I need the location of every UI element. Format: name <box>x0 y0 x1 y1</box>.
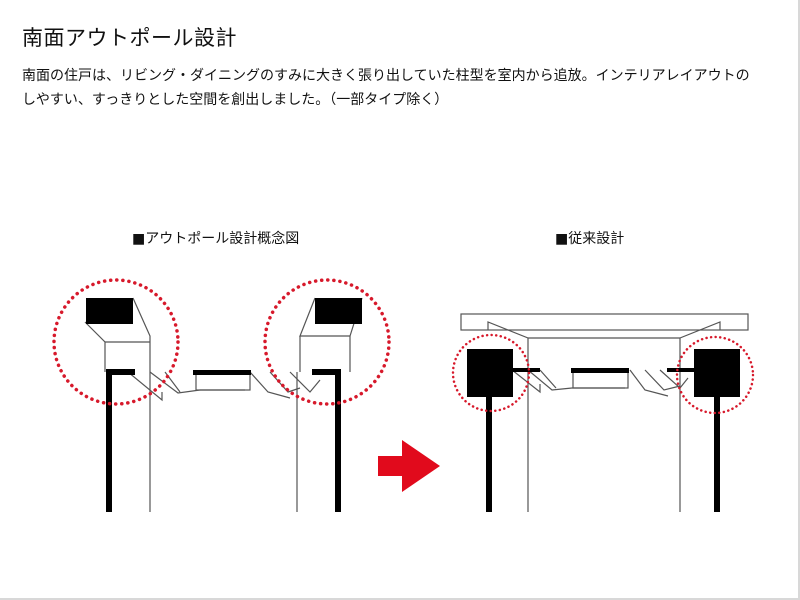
right-ceiling-light <box>571 368 629 373</box>
left-outer-column-block <box>86 298 133 324</box>
left-highlight-circle-2 <box>263 278 391 406</box>
right-left-column-block <box>467 349 513 397</box>
right-ceiling-details <box>511 369 689 397</box>
conventional-structure <box>467 349 740 512</box>
left-ceiling-details <box>127 371 321 402</box>
right-right-column-block <box>694 349 740 397</box>
right-top-beam <box>460 313 749 331</box>
conventional-diagram <box>460 313 749 512</box>
page-description: 南面の住戸は、リビング・ダイニングのすみに大きく張り出していた柱型を室内から追放… <box>22 64 782 112</box>
description-line-1: 南面の住戸は、リビング・ダイニングのすみに大きく張り出していた柱型を室内から追放… <box>22 68 750 84</box>
right-highlight-circle-1 <box>451 333 531 413</box>
left-wall-frame <box>106 369 135 512</box>
page-title: 南面アウトポール設計 <box>22 26 237 50</box>
right-outer-column-block <box>315 298 362 324</box>
right-wall-frame <box>312 369 341 512</box>
arrow-right-icon <box>378 440 440 492</box>
left-highlight-circle-1 <box>52 278 180 406</box>
right-highlight-circle-2 <box>675 335 755 415</box>
conventional-diagram-caption: ■従来設計 <box>555 231 625 247</box>
left-ceiling-light <box>193 370 251 375</box>
outpole-diagram <box>84 297 363 512</box>
outpole-diagram-caption: ■アウトポール設計概念図 <box>132 231 300 247</box>
outpole-structure <box>86 298 362 512</box>
description-line-2: しやすい、すっきりとした空間を創出しました。（一部タイプ除く） <box>22 92 449 108</box>
